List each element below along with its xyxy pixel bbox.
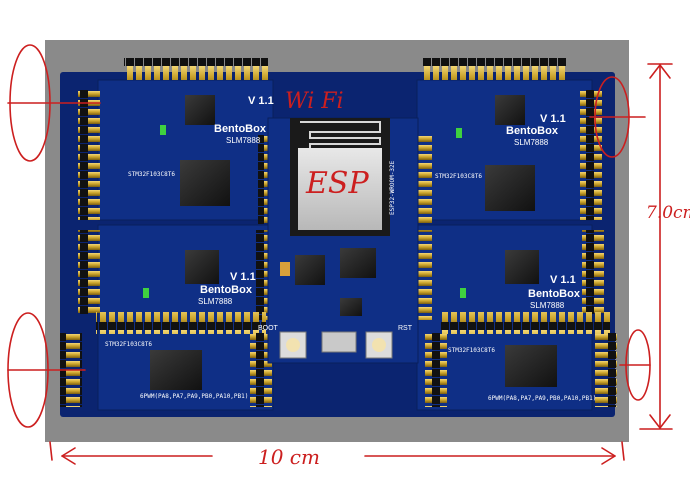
module-version: V 1.1 bbox=[248, 95, 274, 107]
esp-module-label: ESP32-WROOM-32E bbox=[389, 160, 396, 215]
status-led bbox=[456, 128, 462, 138]
driver-chip bbox=[185, 250, 219, 284]
module-brand: BentoBox bbox=[506, 125, 559, 137]
module-brand: BentoBox bbox=[214, 123, 267, 135]
usb-port bbox=[321, 331, 357, 353]
pin-header bbox=[425, 332, 447, 407]
pin-header bbox=[250, 332, 272, 407]
module-version: V 1.1 bbox=[230, 271, 256, 283]
esp32-shield bbox=[298, 148, 382, 230]
driver-chip bbox=[505, 250, 539, 284]
voltage-regulator bbox=[295, 255, 325, 285]
pin-header bbox=[580, 90, 602, 220]
motor-module-bottom-left: V 1.1 BentoBox SLM7888 STM32F103C8T6 6PW… bbox=[60, 224, 278, 411]
esp32-antenna bbox=[300, 121, 381, 151]
power-capacitor bbox=[280, 262, 290, 276]
small-ic bbox=[340, 298, 362, 316]
wifi-label: Wi Fi bbox=[285, 89, 344, 114]
module-brand: BentoBox bbox=[200, 284, 253, 296]
pin-header bbox=[96, 312, 266, 334]
height-label: 7.0cm bbox=[646, 203, 690, 223]
rst-button-cap bbox=[372, 338, 386, 352]
module-mcu: STM32F103C8T6 bbox=[448, 347, 495, 354]
motor-module-bottom-right: V 1.1 BentoBox SLM7888 STM32F103C8T6 6PW… bbox=[410, 224, 617, 411]
module-version: V 1.1 bbox=[550, 274, 576, 286]
module-mcu: STM32F103C8T6 bbox=[128, 171, 175, 178]
status-led bbox=[160, 125, 166, 135]
module-model: SLM7888 bbox=[198, 297, 233, 306]
motor-module-top-right: V 1.1 BentoBox SLM7888 STM32F103C8T6 bbox=[410, 58, 602, 225]
pin-header bbox=[582, 230, 604, 315]
boot-label: BOOT bbox=[258, 325, 279, 332]
pin-header bbox=[78, 230, 100, 315]
boot-button-cap bbox=[286, 338, 300, 352]
module-model: SLM7888 bbox=[530, 301, 565, 310]
mcu-chip bbox=[150, 350, 202, 390]
rst-label: RST bbox=[398, 325, 413, 332]
usb-uart-chip bbox=[340, 248, 376, 278]
motor-module-top-left: V 1.1 BentoBox SLM7888 STM32F103C8T6 bbox=[78, 58, 280, 225]
driver-chip bbox=[495, 95, 525, 125]
pin-header bbox=[595, 332, 617, 407]
module-version: V 1.1 bbox=[540, 113, 566, 125]
mcu-chip bbox=[180, 160, 230, 206]
mcu-chip bbox=[505, 345, 557, 387]
pin-header bbox=[78, 90, 100, 220]
pin-header bbox=[440, 312, 610, 334]
module-pwm-label: 6PWM(PA8,PA7,PA9,PB0,PA10,PB1) bbox=[488, 395, 596, 402]
module-mcu: STM32F103C8T6 bbox=[435, 173, 482, 180]
mcu-chip bbox=[485, 165, 535, 211]
width-label: 10 cm bbox=[258, 445, 320, 469]
module-mcu: STM32F103C8T6 bbox=[105, 341, 152, 348]
module-model: SLM7888 bbox=[226, 136, 261, 145]
esp-label: ESP bbox=[305, 166, 369, 201]
driver-chip bbox=[185, 95, 215, 125]
status-led bbox=[143, 288, 149, 298]
module-pwm-label: 6PWM(PA8,PA7,PA9,PB0,PA10,PB1) bbox=[140, 393, 248, 400]
status-led bbox=[460, 288, 466, 298]
hand-annotations: 7.0cm 10 cm Wi Fi ESP bbox=[7, 44, 690, 469]
esp-carrier-section: ESP32-WROOM-32E BOOT RST bbox=[258, 117, 419, 364]
pin-header bbox=[423, 58, 567, 80]
module-brand: BentoBox bbox=[528, 288, 581, 300]
module-model: SLM7888 bbox=[514, 138, 549, 147]
pin-header bbox=[124, 58, 268, 80]
